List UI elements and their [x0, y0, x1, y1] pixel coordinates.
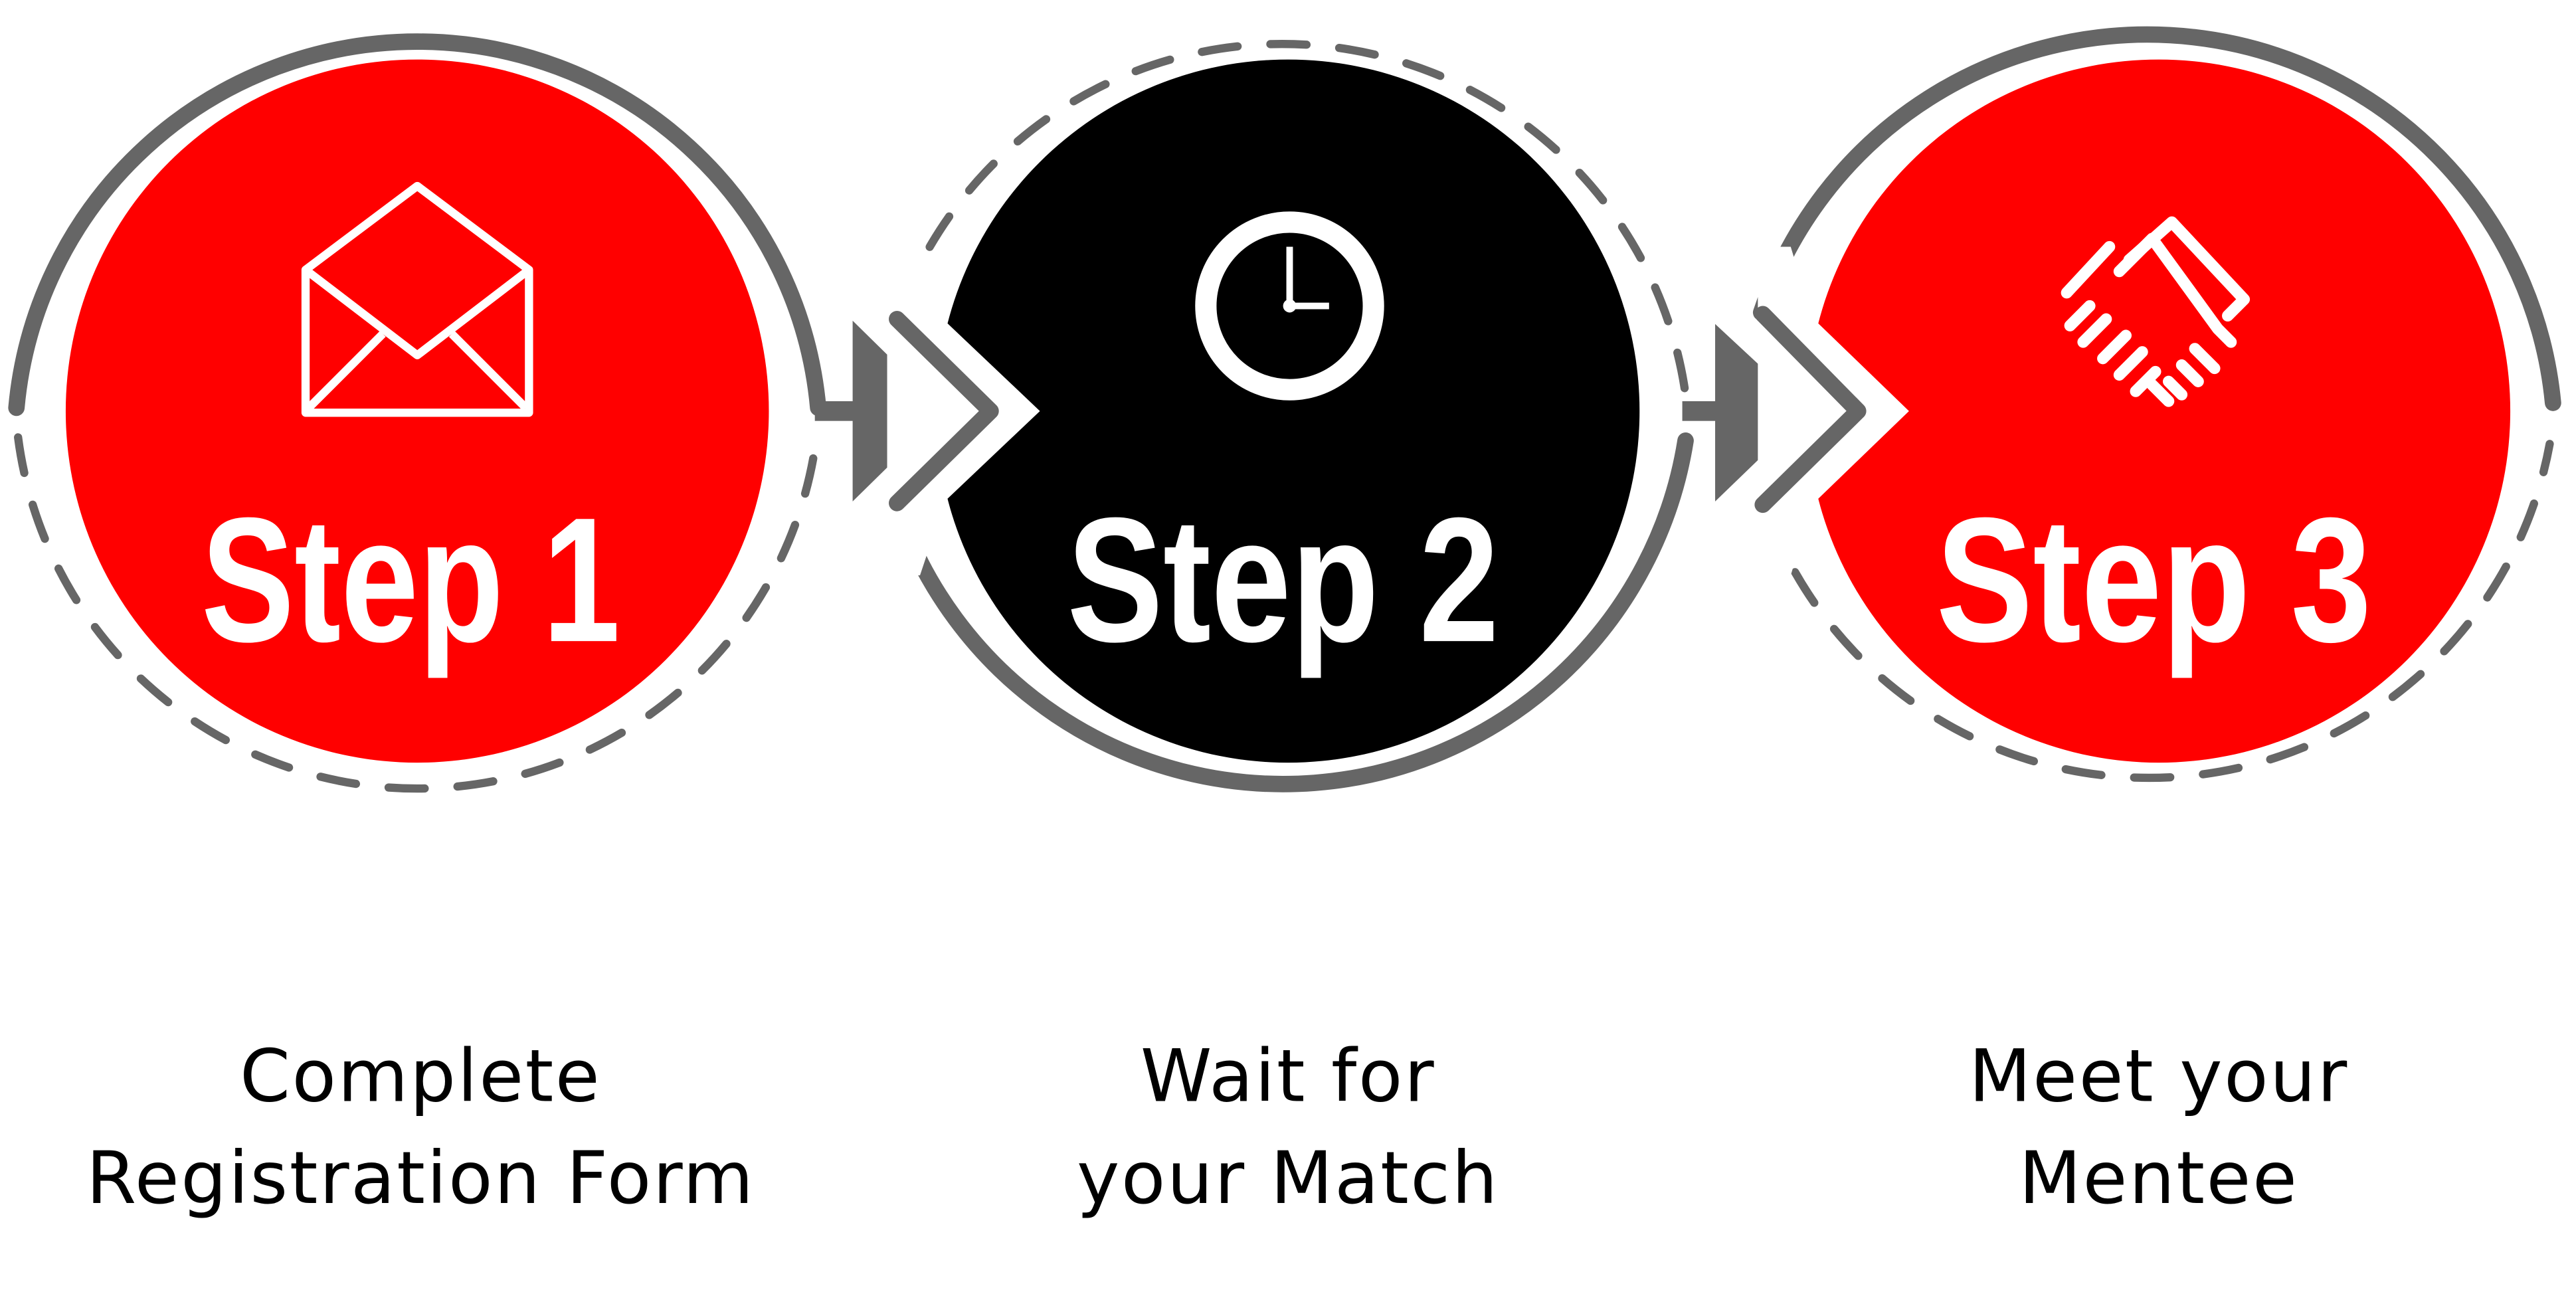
step-1-title: Step 1 — [201, 480, 620, 680]
step-2-black-circle — [936, 59, 1640, 763]
step-3-notch — [1758, 246, 1909, 576]
step-3-title: Step 3 — [1936, 480, 2371, 680]
step-3-dashed-ring — [1762, 440, 2554, 783]
step-labels: Complete Registration Form Wait for your… — [86, 1034, 2349, 1220]
step-1-dashed-ring — [14, 433, 821, 793]
clock-icon — [1195, 211, 1384, 401]
step-1-solid-ring — [8, 33, 827, 416]
step-3-label-line-1: Meet your — [1969, 1034, 2349, 1119]
step-1: Step 1 — [8, 33, 827, 793]
envelope-icon — [301, 181, 533, 417]
step-2: Step 2 — [887, 39, 1694, 792]
step-2-dashed-ring — [896, 39, 1690, 399]
step-3-chevron — [1754, 306, 1867, 513]
step-3-label-line-2: Mentee — [2019, 1136, 2298, 1220]
step-1-label-line-2: Registration Form — [86, 1136, 755, 1220]
arrow-2-stem — [1682, 401, 1718, 421]
step-3-red-circle — [1807, 59, 2511, 763]
step-2-notch — [887, 246, 1040, 576]
step-1-label-line-1: Complete — [240, 1034, 601, 1119]
step-2-label-line-2: your Match — [1077, 1136, 1499, 1220]
step-2-chevron — [889, 310, 999, 511]
step-2-label-line-1: Wait for — [1141, 1034, 1435, 1119]
arrow-1-stem — [814, 401, 858, 421]
step-3: Step 3 — [1752, 26, 2561, 783]
handshake-icon — [2061, 216, 2251, 407]
step-2-solid-ring — [887, 432, 1694, 792]
step-2-title: Step 2 — [1067, 480, 1499, 680]
step-3-solid-ring — [1752, 26, 2561, 411]
